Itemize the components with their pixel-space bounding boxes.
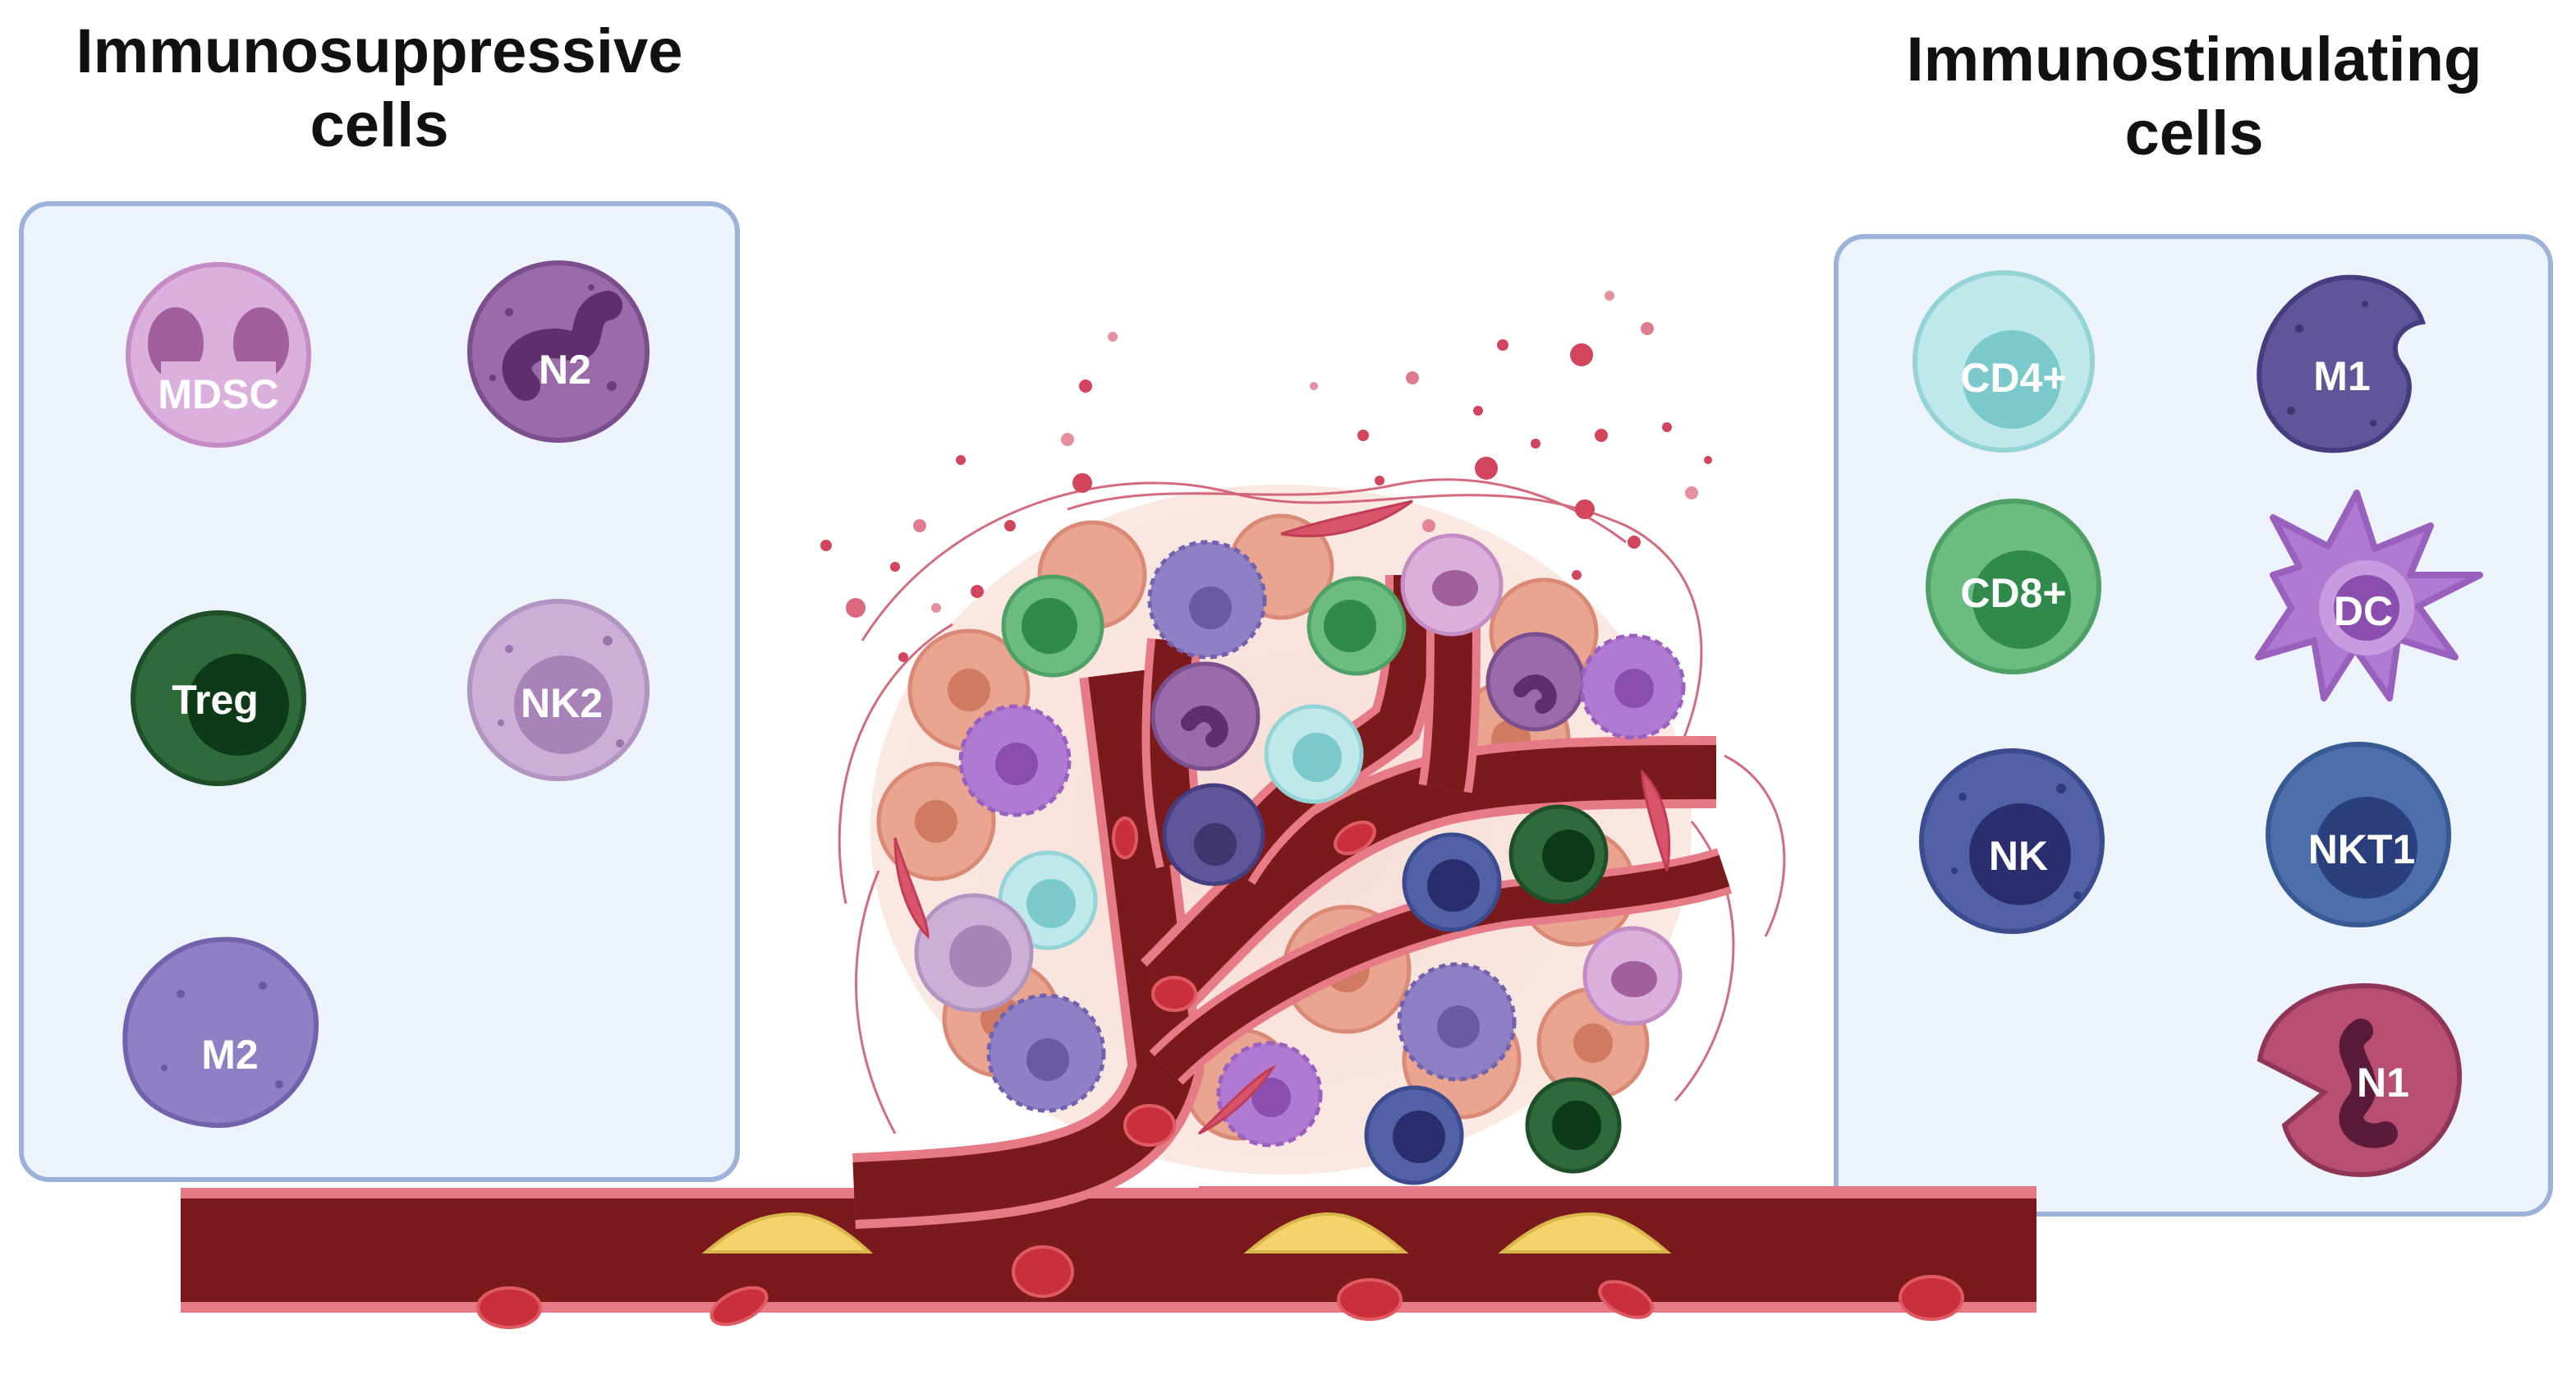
right-title-line2: cells [2124, 99, 2263, 168]
blood-vessel-network [181, 574, 2036, 1313]
n2-label: N2 [539, 347, 591, 393]
right-title-line1: Immunostimulating [1907, 25, 2482, 94]
n2-neutrophil-icon [467, 260, 650, 443]
m1-label: M1 [2313, 353, 2370, 399]
cd8-tcell-icon [1926, 499, 2101, 674]
cd4-tcell-icon [1912, 270, 2095, 453]
dc-label: DC [2334, 588, 2393, 634]
m2-label: M2 [201, 1032, 258, 1078]
immunostimulating-panel [1834, 234, 2553, 1217]
nk-cell-icon [1919, 748, 2105, 934]
n1-neutrophil-icon [2257, 982, 2463, 1178]
mdsc-label: MDSC [158, 371, 278, 417]
nk2-label: NK2 [521, 680, 603, 726]
left-title-line2: cells [310, 90, 448, 160]
immunosuppressive-panel [19, 201, 740, 1182]
red-blood-cells [476, 816, 1964, 1329]
cd8-label: CD8+ [1960, 570, 2066, 616]
nk2-cell-icon [467, 599, 650, 781]
nkt1-cell-icon [2266, 742, 2451, 927]
n1-label: N1 [2357, 1060, 2409, 1106]
nk-label: NK [1989, 833, 2048, 879]
treg-cell-icon [131, 610, 306, 786]
m2-macrophage-icon [122, 936, 319, 1129]
endothelial-cells [701, 1212, 1672, 1254]
fibroblasts [893, 499, 1671, 1135]
nkt1-label: NKT1 [2308, 826, 2416, 872]
dendritic-cell-icon [2255, 490, 2483, 702]
cytokine-dots [820, 291, 1712, 662]
m1-macrophage-icon [2257, 274, 2426, 453]
extracellular-fibers [838, 478, 1786, 1134]
cd4-label: CD4+ [1960, 355, 2066, 401]
tme-immune-cells [914, 533, 1686, 1185]
mdsc-cell-icon [126, 262, 311, 448]
left-title-line1: Immunosuppressive [76, 16, 682, 86]
treg-label: Treg [172, 677, 259, 723]
